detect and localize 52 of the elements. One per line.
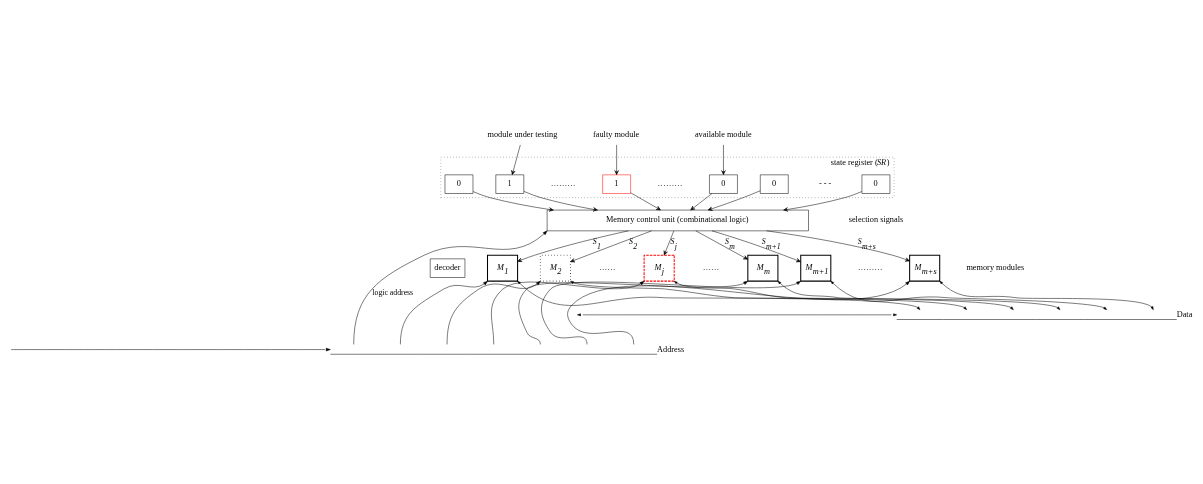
arrow <box>511 144 521 175</box>
label: memory modules <box>966 262 1025 272</box>
node-text: module under testing <box>487 129 558 139</box>
node-text: Data <box>1176 309 1193 319</box>
label: …… <box>702 262 720 272</box>
label: selection signals <box>848 214 904 224</box>
arrow <box>614 144 619 175</box>
node-box: Memory control unit (combinational logic) <box>546 209 809 231</box>
arrow <box>400 280 488 345</box>
edge-label: logic address <box>372 287 414 297</box>
arrow <box>567 280 910 345</box>
arrow <box>630 192 661 210</box>
node-box: 0 <box>709 174 738 194</box>
arrow <box>783 190 863 212</box>
arrow <box>711 230 801 262</box>
arrow <box>491 280 645 345</box>
arrow <box>721 144 726 175</box>
arrow <box>939 280 1154 310</box>
node-box: 0 <box>861 174 891 194</box>
arrow <box>517 230 629 262</box>
label: ……… <box>550 178 576 188</box>
node-text: Address <box>657 344 685 354</box>
arrow <box>570 280 967 310</box>
arrow <box>690 192 713 210</box>
arrow <box>707 190 761 211</box>
arrow <box>517 280 921 310</box>
node-text: faulty module <box>593 129 640 139</box>
label: ……… <box>857 262 883 272</box>
label: ……… <box>657 178 683 188</box>
label: …… <box>599 262 616 272</box>
arrow <box>570 230 652 262</box>
node-box: 0 <box>444 174 474 194</box>
arrow <box>541 280 801 345</box>
arrow <box>777 280 1061 310</box>
arrow <box>472 190 554 212</box>
arrow <box>673 280 1014 310</box>
arrow <box>766 230 910 262</box>
arrow <box>577 313 897 316</box>
label: - - - <box>818 178 832 188</box>
node-box: 1 <box>602 174 631 194</box>
arrow <box>518 280 749 345</box>
arrow <box>695 230 748 260</box>
node-box: decoder <box>429 258 466 278</box>
arrow <box>663 230 675 255</box>
arrow <box>446 280 541 345</box>
node-box: 0 <box>760 174 789 194</box>
arrow <box>830 280 1107 310</box>
arrow <box>10 347 331 351</box>
node-box: 1 <box>495 174 525 194</box>
arrow <box>353 230 548 345</box>
arrow <box>523 190 598 211</box>
node-text: available module <box>694 129 752 139</box>
